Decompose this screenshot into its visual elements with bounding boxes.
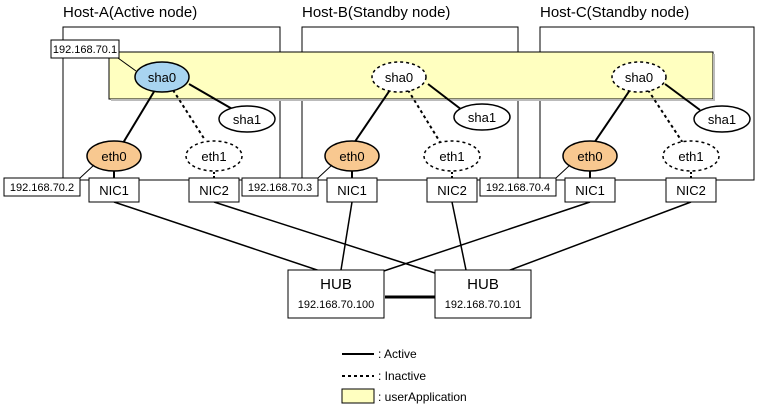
host-b-sha0-node xyxy=(371,61,427,93)
host-c-nic1-label: NIC1 xyxy=(575,183,605,198)
host-c-nic1-hub1-cable xyxy=(356,201,591,281)
takeover-ip-label: 192.168.70.1 xyxy=(53,44,117,56)
hub-1-ip: 192.168.70.100 xyxy=(298,299,374,311)
takeover-ip-callout xyxy=(50,39,120,59)
host-b-nic1-box xyxy=(326,177,378,203)
host-a-eth0-node xyxy=(86,140,142,172)
host-b-eth1-label: eth1 xyxy=(439,149,464,164)
host-b-sha1-label: sha1 xyxy=(468,110,496,125)
host-a-nic1-box xyxy=(88,177,140,203)
host-a-nic2-label: NIC2 xyxy=(199,183,229,198)
host-b-ip-label: 192.168.70.3 xyxy=(248,182,312,194)
host-c-sha0-label: sha0 xyxy=(625,70,653,85)
host-b-sha0-eth1-link xyxy=(407,89,441,143)
host-c-nic2-label: NIC2 xyxy=(676,183,706,198)
host-c-nic1-box xyxy=(564,177,616,203)
host-c-eth0-node xyxy=(562,140,618,172)
hub-2-title: HUB xyxy=(467,276,499,293)
host-c-ip-callout xyxy=(479,177,557,197)
host-c-eth1-label: eth1 xyxy=(678,149,703,164)
hub-1-box xyxy=(287,269,385,319)
host-c-nic2-box xyxy=(665,177,717,203)
host-a-nic2-hub2-cable xyxy=(213,201,467,284)
host-c-sha0-sha1-link xyxy=(664,83,701,111)
host-c-sha0-eth0-link xyxy=(593,89,631,144)
host-c-sha1-label: sha1 xyxy=(708,112,736,127)
host-b-eth0-label: eth0 xyxy=(339,149,364,164)
host-b-ip-callout xyxy=(241,177,319,197)
hub-2-ip: 192.168.70.101 xyxy=(445,299,521,311)
host-c-sha1-node xyxy=(693,105,751,133)
legend-userapp-swatch xyxy=(341,388,375,404)
host-b-nic2-box xyxy=(426,177,478,203)
legend-inactive-label: : Inactive xyxy=(378,369,426,383)
legend-userapp-label: : userApplication xyxy=(378,390,467,404)
host-b-sha1-node xyxy=(453,103,511,131)
host-b-nic2-label: NIC2 xyxy=(437,183,467,198)
host-a-sha1-label: sha1 xyxy=(233,112,261,127)
host-a-ip-callout xyxy=(3,177,81,197)
host-a-ip-label: 192.168.70.2 xyxy=(10,182,74,194)
host-b-nic2-hub2-cable xyxy=(451,201,467,271)
host-b-sha0-label: sha0 xyxy=(385,70,413,85)
host-a-nic1-label: NIC1 xyxy=(99,183,129,198)
host-c-nic2-hub2-cable xyxy=(496,201,692,276)
host-b-nic1-label: NIC1 xyxy=(337,183,367,198)
host-c-ip-label: 192.168.70.4 xyxy=(486,182,550,194)
host-c-title: Host-C(Standby node) xyxy=(540,4,689,21)
host-a-sha0-eth1-link xyxy=(172,89,206,141)
host-a-title: Host-A(Active node) xyxy=(63,4,197,21)
host-a-eth1-label: eth1 xyxy=(201,149,226,164)
legend-active-label: : Active xyxy=(378,347,417,361)
host-a-eth1-node xyxy=(185,140,243,172)
host-c-eth1-node xyxy=(662,140,720,172)
host-b-sha0-eth0-link xyxy=(353,89,391,144)
host-a-sha0-label: sha0 xyxy=(148,70,176,85)
host-a-sha0-node xyxy=(134,61,190,93)
hub-2-box xyxy=(434,269,532,319)
host-a-sha1-node xyxy=(218,105,276,133)
host-b-eth1-node xyxy=(423,140,481,172)
host-b-title: Host-B(Standby node) xyxy=(302,4,450,21)
host-a-sha0-eth0-link xyxy=(122,89,156,144)
host-c-sha0-eth1-link xyxy=(647,89,684,144)
host-a-eth0-label: eth0 xyxy=(101,149,126,164)
host-a-nic2-box xyxy=(188,177,240,203)
hub-1-title: HUB xyxy=(320,276,352,293)
host-b-eth0-node xyxy=(324,140,380,172)
host-b-nic1-hub1-cable xyxy=(340,201,353,271)
host-c-eth0-label: eth0 xyxy=(577,149,602,164)
host-c-sha0-node xyxy=(611,61,667,93)
host-b-sha0-sha1-link xyxy=(427,83,463,111)
legend: : Active : Inactive : userApplication xyxy=(341,347,467,404)
host-a-sha0-sha1-link xyxy=(188,83,235,111)
